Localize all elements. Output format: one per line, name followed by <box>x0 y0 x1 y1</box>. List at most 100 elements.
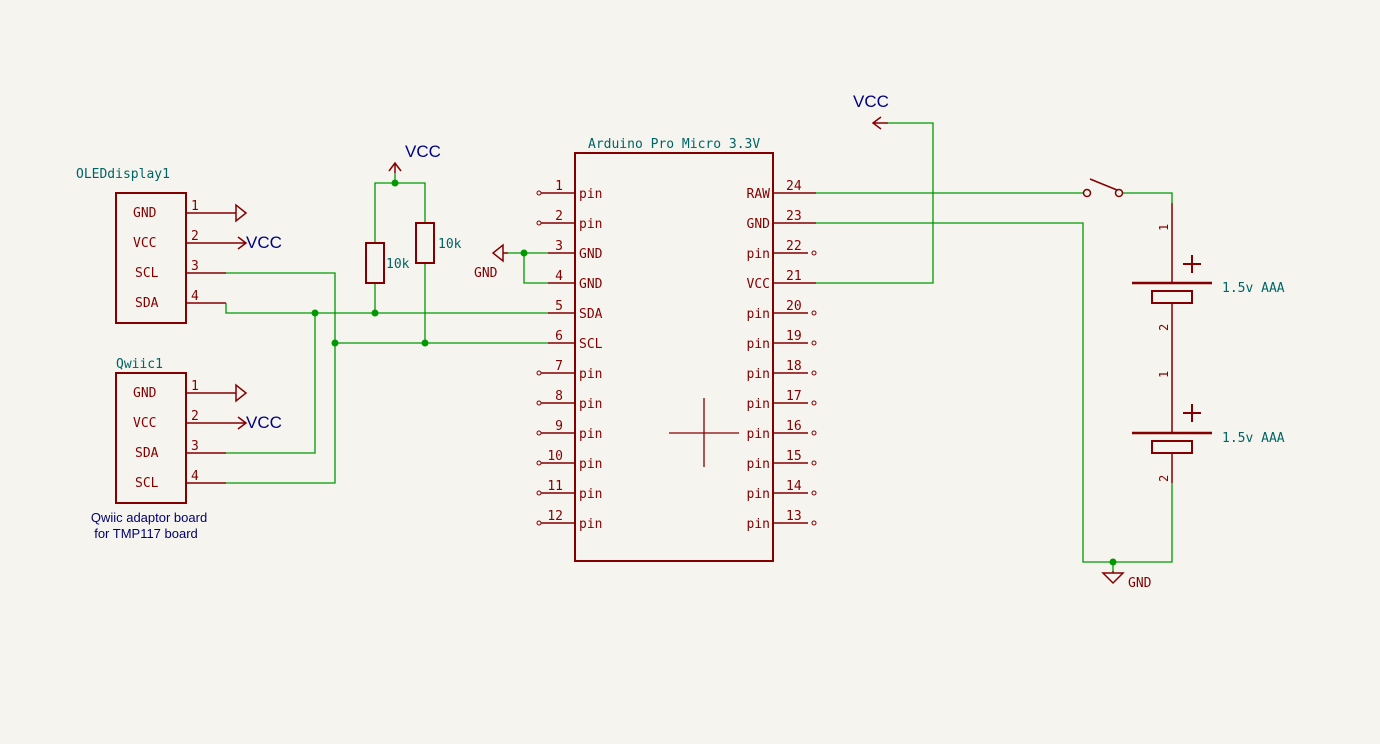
qwiic-pin3-name: SDA <box>135 446 159 461</box>
battery-1: 1.5v AAA 1 2 <box>1132 203 1285 383</box>
junction-dot <box>331 339 339 347</box>
qwiic-pin2-name: VCC <box>133 416 156 431</box>
arduino-pin-name: pin <box>747 337 770 352</box>
arduino-pin-number: 11 <box>547 479 563 494</box>
arduino-left-pins: 1pin2pin3GND4GND5SDA6SCL7pin8pin9pin10pi… <box>536 179 603 532</box>
arduino-pin-name: pin <box>747 307 770 322</box>
battery1-value: 1.5v AAA <box>1222 281 1285 296</box>
arduino-pin-number: 24 <box>786 179 802 194</box>
power-section[interactable]: VCC 1.5v AAA 1 2 1.5v AAA 1 2 <box>816 92 1285 591</box>
arduino-pin-number: 7 <box>555 359 563 374</box>
power-wires <box>816 122 1173 571</box>
scl-wire-oled-qwiic <box>226 272 336 484</box>
unconnected-pin-icon <box>811 370 817 376</box>
arduino-gnd-symbol-icon <box>491 243 508 263</box>
power-switch[interactable] <box>1082 178 1124 198</box>
arduino-pin-number: 10 <box>547 449 563 464</box>
junction-dot <box>391 179 399 187</box>
qwiic-note-line2: for TMP117 board <box>94 526 198 541</box>
vcc-wire <box>816 122 934 284</box>
arduino-pin-number: 16 <box>786 419 802 434</box>
unconnected-pin-icon <box>536 430 542 436</box>
oled-pin3-num: 3 <box>191 259 199 274</box>
switch-contact-icon <box>1114 188 1124 198</box>
power-vcc-arrow-icon <box>871 116 888 130</box>
arduino-right-pin: 16 pin <box>747 419 817 442</box>
qwiic-vcc-label: VCC <box>246 413 282 432</box>
junction-dot <box>371 309 379 317</box>
arduino-pin-name: pin <box>747 457 770 472</box>
arduino-pin-number: 14 <box>786 479 802 494</box>
battery-2: 1.5v AAA 1 2 <box>1132 371 1285 483</box>
r2-value: 10k <box>438 237 462 252</box>
arduino-pin-number: 18 <box>786 359 802 374</box>
unconnected-pin-icon <box>811 310 817 316</box>
arduino-pin-number: 20 <box>786 299 802 314</box>
gnd-return-wire <box>816 222 1173 563</box>
oled-connector[interactable]: OLEDdisplay1 GND VCC SCL SDA 1 2 3 4 VCC <box>76 167 282 324</box>
unconnected-pin-icon <box>811 340 817 346</box>
sda-wire-main <box>225 303 548 314</box>
qwiic-reference: Qwiic1 <box>116 357 163 372</box>
junction-dot <box>520 249 528 257</box>
oled-reference: OLEDdisplay1 <box>76 167 170 182</box>
arduino-pro-micro[interactable]: Arduino Pro Micro 3.3V 1pin2pin3GND4GND5… <box>474 137 817 562</box>
qwiic-connector[interactable]: Qwiic1 GND VCC SDA SCL 1 2 3 4 VCC Qwiic… <box>91 357 282 541</box>
unconnected-pin-icon <box>536 190 542 196</box>
pullup-vcc-label: VCC <box>405 142 441 161</box>
qwiic-note-line1: Qwiic adaptor board <box>91 510 207 525</box>
unconnected-pin-icon <box>536 520 542 526</box>
arduino-title: Arduino Pro Micro 3.3V <box>588 137 760 152</box>
arduino-pin-name: pin <box>747 427 770 442</box>
arduino-pin-number: 19 <box>786 329 802 344</box>
qwiic-gnd-symbol-icon <box>226 383 248 403</box>
power-vcc-label: VCC <box>853 92 889 111</box>
oled-vcc-label: VCC <box>246 233 282 252</box>
junction-dot <box>421 339 429 347</box>
qwiic-vcc-arrow-icon <box>226 416 248 430</box>
arduino-pin-number: 23 <box>786 209 802 224</box>
r1-value: 10k <box>386 257 410 272</box>
arduino-right-pin: 19 pin <box>747 329 817 352</box>
arduino-pin-number: 2 <box>555 209 563 224</box>
battery2-pin2: 2 <box>1157 475 1171 482</box>
arduino-pin-number: 22 <box>786 239 802 254</box>
unconnected-pin-icon <box>536 490 542 496</box>
oled-gnd-symbol-icon <box>226 203 248 223</box>
switch-battery-wire <box>1123 192 1173 203</box>
resistor-r1 <box>365 242 385 284</box>
qwiic-pin4-num: 4 <box>191 469 199 484</box>
arduino-pin-name: pin <box>579 367 602 382</box>
arduino-pin-name: RAW <box>747 187 771 202</box>
oled-vcc-arrow-icon <box>226 236 248 250</box>
arduino-pin-name: GND <box>579 277 603 292</box>
arduino-pin-name: pin <box>747 367 770 382</box>
arduino-right-pins: 24RAW23GND22pin21VCC20pin19pin18pin17pin… <box>747 179 817 532</box>
arduino-pin-name: GND <box>747 217 771 232</box>
pullup-resistors[interactable]: VCC 10k 10k <box>365 142 462 284</box>
arduino-pin-number: 3 <box>555 239 563 254</box>
power-gnd-label: GND <box>1128 576 1152 591</box>
battery1-pin2: 2 <box>1157 324 1171 331</box>
battery2-pin1: 1 <box>1157 371 1171 378</box>
arduino-pin-name: pin <box>579 517 602 532</box>
qwiic-pin1-name: GND <box>133 386 157 401</box>
arduino-pin-name: pin <box>747 487 770 502</box>
arduino-gnd-label: GND <box>474 266 498 281</box>
battery-plus-icon <box>1183 404 1201 422</box>
resistor-r2 <box>415 222 435 264</box>
arduino-pin-number: 21 <box>786 269 802 284</box>
sda-wire-qwiic <box>226 313 316 454</box>
arduino-right-pin: 18 pin <box>747 359 817 382</box>
